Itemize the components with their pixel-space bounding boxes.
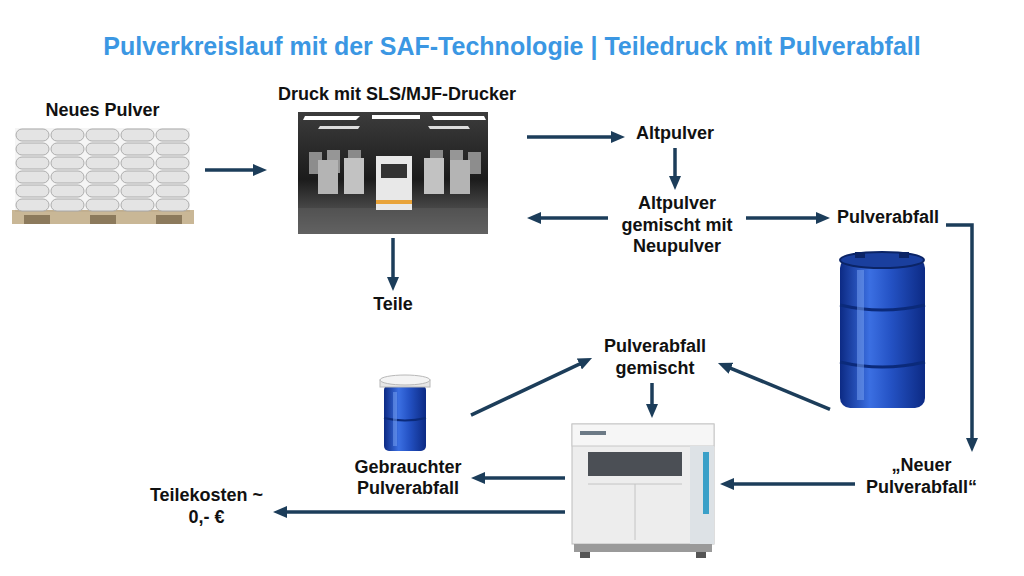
barrel-top — [840, 252, 924, 268]
machine-foot — [696, 552, 706, 558]
bag-shade — [15, 128, 190, 212]
floor — [298, 208, 488, 234]
node-label: „Neuer Pulverabfall“ — [859, 455, 984, 498]
node-label: Altpulver gemischt mit Neupulver — [612, 193, 742, 258]
flow-arrow — [527, 135, 615, 139]
pallet — [12, 210, 194, 224]
node-label: Altpulver — [636, 123, 714, 145]
output-node: Teilekosten ~ 0,- € — [140, 482, 273, 532]
machine-logo — [580, 431, 606, 435]
machine-door-line — [635, 484, 636, 540]
flow-arrow — [391, 238, 395, 281]
barrel-lid-top — [380, 375, 430, 385]
flow-arrow — [727, 367, 830, 410]
pallet-slot — [24, 215, 50, 224]
powder-bags-pallet — [12, 128, 194, 224]
machine-node — [565, 418, 720, 563]
barrel-body — [840, 258, 925, 408]
printer-stripe — [376, 200, 412, 204]
pallet-slot — [90, 215, 116, 224]
node-label: Druck mit SLS/MJF-Drucker — [278, 84, 516, 106]
machine-base — [574, 544, 712, 552]
small-barrel — [380, 375, 430, 451]
machine-side — [690, 446, 714, 544]
flow-arrow — [537, 216, 608, 220]
ceiling-light — [318, 126, 360, 129]
flow-arrow — [481, 476, 565, 480]
bag-stack — [15, 128, 190, 212]
printer — [424, 158, 444, 194]
flow-arrow — [205, 168, 257, 172]
printer-room — [298, 112, 488, 234]
barrel-body — [384, 385, 426, 451]
printer-front — [376, 156, 412, 210]
printer-node: Druck mit SLS/MJF-Drucker — [267, 82, 527, 238]
machine-window — [588, 452, 682, 476]
output-node: Teile — [365, 291, 421, 319]
node-label: Neues Pulver — [45, 100, 159, 122]
ceiling-light — [372, 115, 420, 119]
saf-machine — [572, 424, 714, 558]
ceiling-light — [303, 116, 360, 120]
node-label: Pulverabfall — [837, 207, 939, 229]
machine-header — [572, 424, 714, 446]
printer — [344, 158, 364, 194]
printer — [450, 160, 470, 194]
source-node: Neues Pulver — [0, 98, 205, 230]
barrel-highlight — [393, 392, 397, 446]
pallet-slot — [156, 215, 182, 224]
flow-arrow — [673, 148, 677, 180]
barrel-node: Pulverabfall — [830, 205, 946, 420]
flow-arrow — [946, 225, 972, 442]
barrel-highlight — [857, 270, 864, 400]
barrel-node: Gebrauchter Pulverabfall — [345, 362, 471, 502]
process-node: Altpulver gemischt mit Neupulver — [608, 190, 746, 261]
node-label: Teile — [373, 294, 413, 316]
barrel-bung — [899, 252, 909, 258]
room — [298, 112, 488, 234]
large-barrel — [840, 252, 925, 408]
node-label: Teilekosten ~ 0,- € — [144, 485, 269, 528]
barrel-rib — [840, 305, 925, 310]
flow-arrow — [283, 510, 565, 514]
diagram-title: Pulverkreislauf mit der SAF-Technologie … — [0, 31, 1024, 61]
flow-arrow — [730, 482, 855, 486]
node-label: Gebrauchter Pulverabfall — [349, 457, 467, 500]
printer — [318, 160, 338, 194]
printer-window — [381, 164, 407, 178]
machine-foot — [580, 552, 590, 558]
barrel-rib — [840, 362, 925, 367]
flow-arrow — [471, 362, 583, 415]
flow-arrow — [650, 383, 654, 408]
process-node: „Neuer Pulverabfall“ — [855, 452, 988, 502]
process-node: Altpulver — [625, 120, 725, 148]
ceiling-light — [428, 126, 470, 129]
barrel-bung — [855, 252, 865, 258]
flow-arrow — [746, 216, 820, 220]
machine-accent — [703, 452, 709, 514]
ceiling-light — [432, 116, 486, 120]
node-label: Pulverabfall gemischt — [596, 336, 714, 379]
barrel-rib — [384, 418, 426, 421]
machine-body — [572, 424, 714, 544]
process-node: Pulverabfall gemischt — [592, 333, 718, 383]
